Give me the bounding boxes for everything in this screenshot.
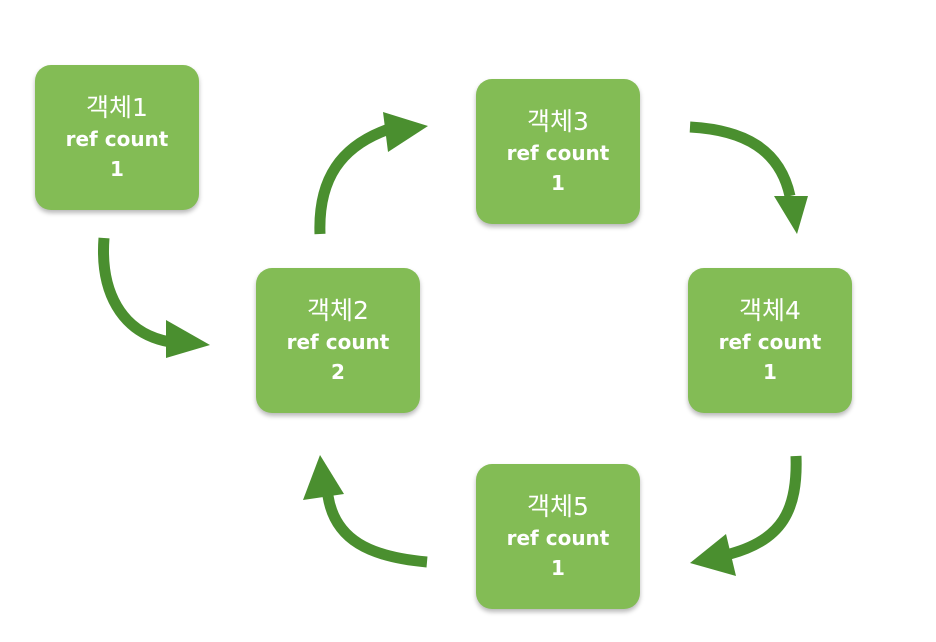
node-ref-label: ref count	[718, 329, 822, 354]
node-object-3: 객체3 ref count 1	[476, 79, 640, 224]
node-title: 객체4	[739, 295, 801, 325]
node-ref-count: 1	[551, 170, 565, 195]
node-ref-label: ref count	[286, 329, 390, 354]
node-ref-count: 1	[763, 359, 777, 384]
arrow-5-to-2	[303, 455, 428, 568]
node-ref-label: ref count	[506, 140, 610, 165]
arrow-1-to-2	[98, 237, 210, 358]
node-title: 객체5	[527, 491, 589, 521]
node-ref-label: ref count	[506, 525, 610, 550]
node-title: 객체3	[527, 106, 589, 136]
node-ref-count: 2	[331, 359, 345, 384]
node-title: 객체1	[86, 92, 148, 122]
arrow-3-to-4	[689, 121, 808, 234]
node-ref-label: ref count	[65, 126, 169, 151]
arrow-4-to-5	[690, 455, 802, 576]
node-ref-count: 1	[551, 555, 565, 580]
node-object-1: 객체1 ref count 1	[35, 65, 199, 210]
node-ref-count: 1	[110, 156, 124, 181]
node-object-5: 객체5 ref count 1	[476, 464, 640, 609]
node-title: 객체2	[307, 295, 369, 325]
node-object-2: 객체2 ref count 2	[256, 268, 420, 413]
node-object-4: 객체4 ref count 1	[688, 268, 852, 413]
arrow-2-to-3	[314, 112, 428, 235]
